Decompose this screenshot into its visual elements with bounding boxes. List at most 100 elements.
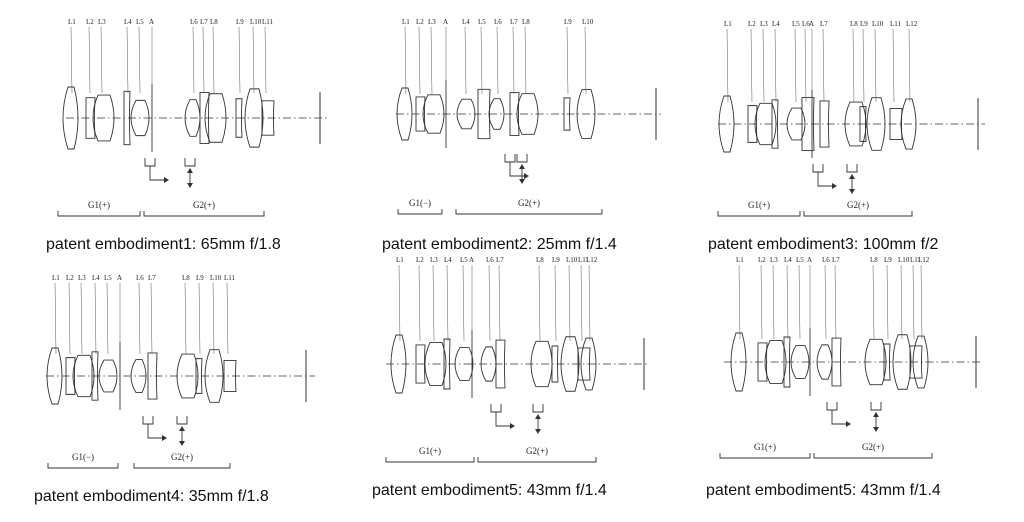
element-label: L1 [68, 18, 76, 26]
element-label: L8 [870, 256, 878, 264]
element-label: L6 [802, 20, 810, 28]
leader-line [822, 28, 825, 103]
movement-arrow [831, 410, 846, 425]
leader-line [88, 26, 91, 94]
lens-element [577, 347, 591, 381]
leader-line [238, 26, 241, 94]
leader-line [184, 282, 187, 355]
movement-arrow [147, 424, 162, 439]
element-label: L9 [236, 18, 244, 26]
element-label: L3 [98, 18, 106, 26]
arrowhead [535, 429, 541, 434]
leader-line [568, 264, 571, 342]
arrowhead [519, 179, 525, 184]
element-label: L9 [552, 256, 560, 264]
element-label: L4 [124, 18, 132, 26]
lens-element [199, 92, 210, 144]
element-label: L2 [416, 18, 424, 26]
group-bracket [385, 457, 475, 463]
movement-bracket [176, 416, 188, 425]
element-label: L4 [462, 18, 470, 26]
movement-bracket [516, 154, 528, 163]
element-label: L12 [586, 256, 598, 264]
leader-line [912, 264, 915, 340]
movement-arrow [509, 162, 524, 177]
leader-line [404, 26, 407, 95]
element-label: L7 [148, 274, 156, 282]
movement-arrow [495, 412, 510, 427]
element-label: L11 [890, 20, 902, 28]
leader-line [54, 282, 57, 355]
element-label: L6 [136, 274, 144, 282]
group-label: G1(+) [754, 442, 776, 452]
leader-line [852, 28, 855, 103]
leader-line [794, 28, 797, 103]
lens-element [576, 89, 596, 139]
lens-element [195, 358, 203, 394]
element-label: L7 [820, 20, 828, 28]
element-label: L2 [758, 256, 766, 264]
lens-element [831, 337, 842, 387]
leader-line [892, 28, 895, 103]
leader-line [430, 26, 433, 95]
element-label: L1 [724, 20, 732, 28]
leader-line [774, 28, 777, 103]
lens-element [488, 98, 505, 130]
arrowhead [162, 435, 167, 441]
figure-caption: patent embodiment5: 43mm f/1.4 [706, 482, 941, 499]
lens-element [844, 101, 867, 147]
arrowhead [524, 173, 529, 179]
leader-line [566, 26, 569, 95]
lens-element [62, 86, 79, 150]
element-label: L8 [536, 256, 544, 264]
element-label: L8 [850, 20, 858, 28]
arrowhead [846, 421, 851, 427]
element-label: L2 [416, 256, 424, 264]
arrowhead [849, 189, 855, 194]
element-label: L6 [190, 18, 198, 26]
lens-element [718, 95, 735, 153]
figure-caption: patent embodiment3: 100mm f/2 [708, 236, 939, 253]
element-label: L5 [136, 18, 144, 26]
arrowhead [179, 426, 185, 431]
lens-element [123, 90, 131, 146]
leader-line [762, 28, 765, 103]
lens-element [422, 94, 445, 134]
lens-element [130, 359, 147, 393]
lens-element [235, 98, 243, 138]
movement-bracket [490, 404, 502, 413]
movement-bracket [870, 402, 882, 411]
lens-element [783, 336, 791, 388]
element-label: L1 [52, 274, 60, 282]
element-label: L6 [822, 256, 830, 264]
leader-line [798, 264, 801, 340]
leader-line [464, 26, 467, 95]
figure-caption: patent embodiment5: 43mm f/1.4 [372, 482, 607, 499]
element-label: L3 [78, 274, 86, 282]
group-label: G1(+) [419, 446, 441, 456]
group-label: G2(+) [526, 446, 548, 456]
group-bracket [719, 453, 811, 459]
movement-bracket [812, 164, 824, 173]
lens-element [223, 360, 237, 392]
arrowhead [849, 174, 855, 179]
element-label: L6 [494, 18, 502, 26]
element-label: L11 [578, 256, 590, 264]
group-label: G1(+) [748, 200, 770, 210]
leader-line [212, 282, 215, 355]
movement-bracket [532, 404, 544, 413]
leader-line [584, 26, 587, 95]
arrowhead [510, 423, 515, 429]
lens-element [495, 339, 506, 389]
lens-element [819, 100, 830, 148]
group-label: G2(+) [847, 200, 869, 210]
element-label: A [149, 18, 154, 26]
group-bracket [803, 211, 913, 217]
group-label: G2(+) [171, 452, 193, 462]
group-label: G1(−) [72, 452, 94, 462]
